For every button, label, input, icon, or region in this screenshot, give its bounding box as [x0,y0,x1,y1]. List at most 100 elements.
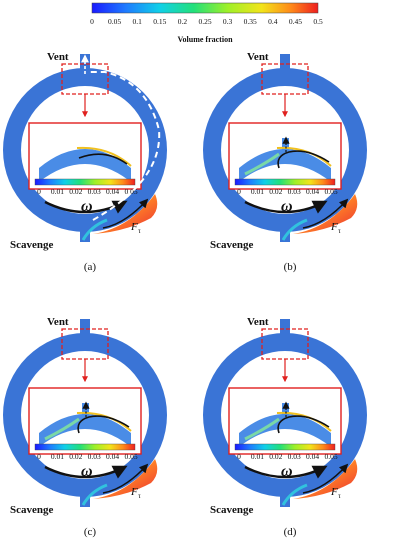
inset-colorbar-tick-label: 0.01 [251,452,264,461]
inset-colorbar-tick-label: 0 [237,187,241,196]
vent-pipe [280,54,290,74]
inset-colorbar-tick-label: 0.03 [288,452,301,461]
inset-colorbar-tick-label: 0.01 [51,187,64,196]
inset-colorbar-tick-label: 0.04 [306,452,319,461]
main-colorbar-tick-label: 0.1 [133,17,143,26]
inset-channel [39,149,131,182]
main-colorbar-tick-label: 0.05 [108,17,121,26]
oil-accumulation [93,459,158,499]
main-colorbar-tick-label: 0.3 [223,17,233,26]
inset-flow-line [78,153,128,165]
inset-colorbar-tick-label: 0.04 [106,187,119,196]
inset-channel [39,414,131,447]
scavenge-label: Scavenge [210,504,254,516]
omega-label: ω [281,463,293,480]
inset-colorbar-tick-label: 0 [237,452,241,461]
scavenge-pipe [80,226,90,242]
omega-label: ω [281,198,293,215]
oil-accumulation [293,194,358,234]
main-colorbar-tick-label: 0.4 [268,17,278,26]
force-label: F [130,486,138,498]
main-colorbar-tick-label: 0.5 [313,17,323,26]
inset-colorbar-tick-label: 0.02 [69,187,82,196]
tangential-force-arrow [302,463,349,494]
scavenge-pipe [280,226,290,242]
force-subscript: τ [138,492,141,500]
inset-colorbar-tick-label: 0.03 [288,187,301,196]
force-subscript: τ [138,227,141,235]
inset-flow-line [77,415,130,434]
inset-colorbar-tick-label: 0.02 [269,452,282,461]
vent-label: Vent [247,51,269,63]
inset-channel [239,414,331,447]
inset-oil-plume [44,417,80,441]
inset-colorbar-gradient [34,178,136,186]
main-colorbar-gradient [91,2,319,14]
force-subscript: τ [338,227,341,235]
inset-colorbar-gradient [34,443,136,451]
omega-label: ω [81,463,93,480]
scavenge-pipe [280,491,290,507]
panel-caption: (a) [84,261,97,273]
main-colorbar-tick-label: 0.15 [153,17,166,26]
streamline-path [89,71,161,221]
tangential-force-arrow [302,198,349,229]
inset-colorbar-gradient [234,443,336,451]
panel-caption: (c) [84,526,97,538]
main-colorbar-tick-label: 0.35 [244,17,257,26]
vent-label: Vent [47,316,69,328]
vent-pipe [80,319,90,339]
inset-colorbar-tick-label: 0 [37,452,41,461]
oil-accumulation [293,459,358,499]
inset-colorbar-tick-label: 0.04 [106,452,119,461]
inset-colorbar-tick-label: 0 [37,187,41,196]
rotation-arrow [44,465,128,479]
vent-label: Vent [247,316,269,328]
main-colorbar: 0 0.05 0.1 0.15 0.2 0.25 0.3 0.35 0.4 0.45 0.5 Vol… [90,2,323,44]
oil-streak [81,218,108,241]
inset-oil-film [76,146,132,167]
panel-caption: (d) [284,526,297,538]
inset-flow-line [277,150,330,169]
inset-colorbar-tick-label: 0.05 [124,187,137,196]
omega-label: ω [81,198,93,215]
scavenge-label: Scavenge [10,504,54,516]
main-colorbar-tick-label: 0.45 [289,17,302,26]
rotation-arrow [44,200,128,214]
inset-colorbar-tick-label: 0.03 [88,452,101,461]
inset-flow-line [277,415,330,434]
vent-pipe [280,319,290,339]
oil-streak [281,483,308,506]
panel-caption: (b) [284,261,297,273]
vent-label: Vent [47,51,69,63]
main-colorbar-tick-label: 0.25 [198,17,211,26]
inset-colorbar-tick-label: 0.01 [251,187,264,196]
inset-channel [239,149,331,182]
main-colorbar-tick-label: 0 [90,17,94,26]
tangential-force-arrow [102,198,149,229]
main-colorbar-tick-label: 0.2 [178,17,188,26]
force-subscript: τ [338,492,341,500]
rotation-arrow [244,200,328,214]
tangential-force-arrow [102,463,149,494]
oil-streak [81,483,108,506]
inset-colorbar-tick-label: 0.02 [269,187,282,196]
scavenge-pipe [80,491,90,507]
inset-colorbar-tick-label: 0.05 [124,452,137,461]
main-colorbar-title: Volume fraction [177,35,233,44]
oil-streak [281,218,308,241]
scavenge-label: Scavenge [210,239,254,251]
rotation-arrow [244,465,328,479]
scavenge-label: Scavenge [10,239,54,251]
inset-oil-plume [244,152,280,176]
force-label: F [130,221,138,233]
main-colorbar-ticks: 0 0.05 0.1 0.15 0.2 0.25 0.3 0.35 0.4 0.45 0.5 [90,17,323,26]
inset-colorbar-tick-label: 0.05 [324,452,337,461]
force-label: F [330,221,338,233]
